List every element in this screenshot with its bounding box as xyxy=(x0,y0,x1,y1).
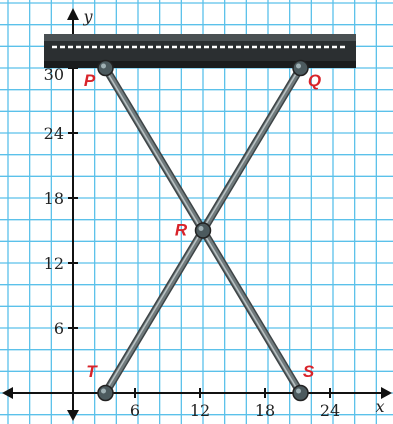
point-label-S: S xyxy=(303,362,315,381)
y-tick-label-6: 6 xyxy=(54,319,64,338)
joint-P-shine xyxy=(101,63,106,69)
y-axis-arrow-bottom xyxy=(67,410,79,421)
x-tick-marks xyxy=(134,388,331,398)
point-label-T: T xyxy=(86,362,98,381)
x-tick-label-24: 24 xyxy=(320,401,340,420)
y-tick-label-12: 12 xyxy=(44,254,64,273)
joints xyxy=(97,59,309,402)
joint-S-shine xyxy=(296,388,301,394)
x-axis-arrow-right xyxy=(381,387,392,399)
x-axis-name: x xyxy=(375,397,384,416)
y-tick-label-18: 18 xyxy=(44,189,64,208)
joint-T xyxy=(97,384,114,402)
x-axis-arrow-left xyxy=(2,387,13,399)
point-label-R: R xyxy=(175,221,188,240)
x-tick-label-12: 12 xyxy=(190,401,210,420)
y-tick-label-30: 30 xyxy=(44,65,64,84)
point-label-Q: Q xyxy=(308,71,321,90)
joint-R-shine xyxy=(198,226,204,231)
y-tick-label-24: 24 xyxy=(44,124,64,143)
joint-P xyxy=(97,59,114,77)
top-bar-body xyxy=(44,34,356,68)
joint-R xyxy=(194,222,212,239)
point-labels: P Q R S T xyxy=(84,71,321,381)
joint-S xyxy=(292,384,309,402)
top-bar xyxy=(44,34,356,68)
top-bar-shadow xyxy=(44,61,356,68)
axes: 6 12 18 24 x 6 12 18 24 30 y xyxy=(2,7,392,421)
joint-Q-shine xyxy=(296,63,301,69)
top-bar-highlight xyxy=(44,34,356,41)
x-tick-label-6: 6 xyxy=(130,401,140,420)
y-axis-name: y xyxy=(82,7,93,26)
joint-T-shine xyxy=(101,388,106,394)
x-tick-label-18: 18 xyxy=(255,401,275,420)
point-label-P: P xyxy=(84,71,96,90)
y-axis-arrow-top xyxy=(67,8,79,20)
joint-Q xyxy=(292,59,309,77)
